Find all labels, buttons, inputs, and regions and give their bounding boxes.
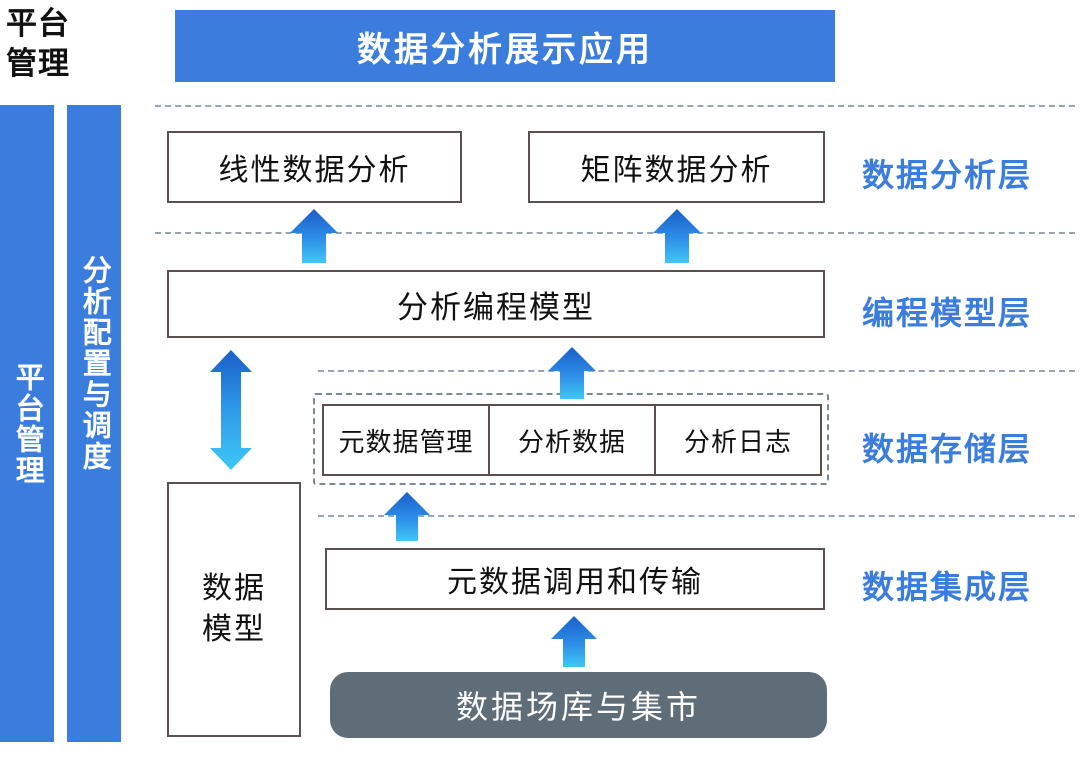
- layer-divider-3: [318, 370, 1075, 372]
- storage-cell-metadata-management[interactable]: 元数据管理: [324, 406, 490, 474]
- storage-cell-analysis-data[interactable]: 分析数据: [490, 406, 656, 474]
- box-linear-data-analysis[interactable]: 线性数据分析: [167, 131, 462, 203]
- sidebar-platform-management[interactable]: 平台管理: [0, 105, 54, 742]
- arrow-up-linear-analysis: [288, 207, 340, 265]
- box-data-warehouse-and-mart[interactable]: 数据场库与集市: [330, 672, 827, 738]
- sidebar-analysis-config-scheduling[interactable]: 分析配置与调度: [67, 105, 121, 742]
- box-linear-data-analysis-label: 线性数据分析: [218, 154, 411, 187]
- box-data-model[interactable]: 数据模型: [167, 482, 301, 737]
- arrow-bidirectional-data-model: [206, 348, 256, 472]
- storage-layer-group: 元数据管理 分析数据 分析日志: [313, 393, 829, 485]
- box-data-warehouse-and-mart-label: 数据场库与集市: [455, 689, 701, 725]
- arrow-up-warehouse-to-metadata-transfer: [549, 614, 599, 669]
- page-title: 平台管理: [6, 6, 70, 81]
- box-matrix-data-analysis-label: 矩阵数据分析: [580, 154, 773, 187]
- sidebar-analysis-config-scheduling-label: 分析配置与调度: [78, 255, 111, 472]
- application-banner[interactable]: 数据分析展示应用: [175, 10, 835, 82]
- storage-cell-analysis-log-label: 分析日志: [683, 426, 792, 457]
- box-analysis-programming-model-label: 分析编程模型: [397, 289, 595, 325]
- sidebar-platform-management-label: 平台管理: [11, 361, 44, 486]
- layer-label-data-analysis: 数据分析层: [862, 157, 1033, 193]
- layer-divider-2: [155, 232, 1075, 234]
- application-banner-label: 数据分析展示应用: [357, 30, 653, 69]
- box-analysis-programming-model[interactable]: 分析编程模型: [167, 270, 825, 338]
- layer-divider-4: [318, 515, 1075, 517]
- storage-cell-metadata-management-label: 元数据管理: [338, 426, 474, 457]
- box-metadata-call-and-transfer[interactable]: 元数据调用和传输: [325, 548, 825, 610]
- box-data-model-label: 数据模型: [202, 572, 266, 646]
- storage-cells-container: 元数据管理 分析数据 分析日志: [322, 404, 822, 476]
- layer-label-data-storage: 数据存储层: [862, 431, 1033, 467]
- storage-cell-analysis-data-label: 分析数据: [517, 426, 626, 457]
- box-metadata-call-and-transfer-label: 元数据调用和传输: [447, 566, 703, 599]
- layer-label-programming-model: 编程模型层: [862, 295, 1033, 331]
- arrow-up-integration-to-storage: [382, 490, 432, 543]
- arrow-up-matrix-analysis: [651, 207, 703, 265]
- box-matrix-data-analysis[interactable]: 矩阵数据分析: [528, 131, 825, 203]
- layer-divider-1: [155, 105, 1075, 107]
- layer-label-data-integration: 数据集成层: [862, 569, 1033, 605]
- storage-cell-analysis-log[interactable]: 分析日志: [656, 406, 820, 474]
- arrow-up-storage-to-programming-model: [546, 345, 598, 401]
